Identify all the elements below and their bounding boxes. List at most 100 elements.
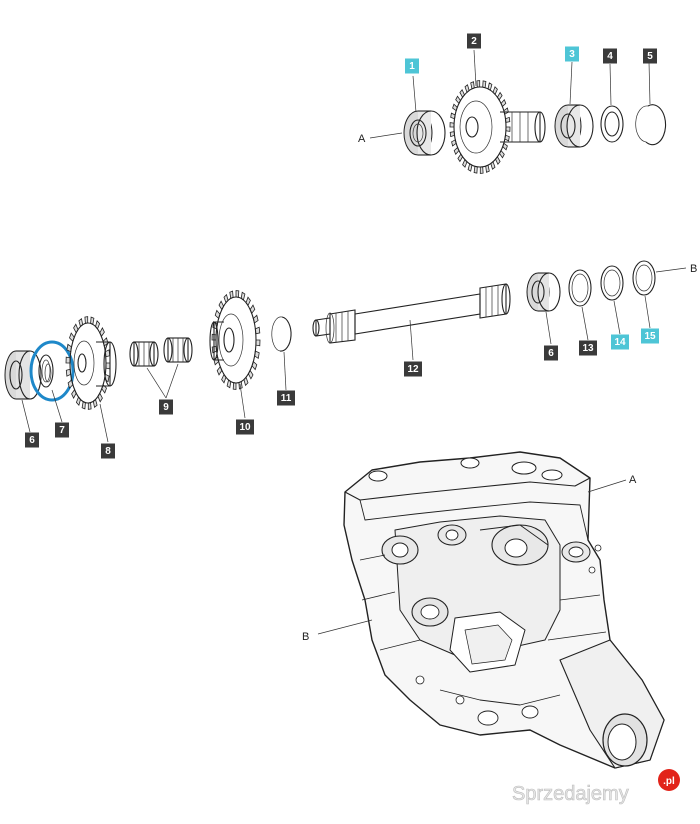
mid-gear-8 [65,316,117,410]
mid-ring-14 [600,265,624,301]
callout-c2: 2 [467,33,481,49]
callout-box [611,334,629,350]
mid-ring-7 [38,354,54,388]
callout-label: 10 [239,422,251,433]
pointer-label-a-top: A [358,133,366,145]
watermark-badge-icon [658,769,680,791]
pointer-label-b-mid: B [690,263,697,275]
leader-13 [581,306,589,341]
callout-c10: 10 [236,419,254,435]
callout-box [603,48,617,64]
callout-label: 5 [647,51,653,62]
leader-8 [99,403,109,443]
leader-15 [644,295,651,329]
top-snap-ring-5 [635,104,667,146]
callout-box [643,48,657,64]
pointer-line-a-housing [587,479,627,493]
leader-10 [239,383,246,419]
leader-4 [609,63,612,106]
gearbox-housing [343,451,665,769]
callout-label: 13 [582,343,594,354]
watermark: Sprzedajemy .pl [512,769,680,805]
leader-1 [412,75,417,113]
pointer-label-a-housing: A [629,474,637,486]
leader-6b [545,311,552,345]
leader-6a [21,399,31,433]
callout-c4: 4 [603,48,617,64]
callout-box [55,422,69,438]
callout-box [544,345,558,361]
mid-ring-13 [568,269,592,307]
leader-5 [648,61,651,105]
leader-7 [51,389,63,423]
callout-label: 6 [548,348,554,359]
callout-box [277,390,295,406]
top-bearing-3 [554,104,594,148]
mid-shaft-12 [312,283,511,344]
mid-needle-bearing-9b [163,337,193,363]
top-gear-2 [449,80,546,174]
pointer-line-b-mid [655,267,687,273]
callout-c6b: 6 [544,345,558,361]
callout-c7: 7 [55,422,69,438]
callout-label: 1 [409,61,415,72]
callout-box [579,340,597,356]
callout-label: 11 [281,393,292,404]
callout-box [641,328,659,344]
callout-c13: 13 [579,340,597,356]
callout-c1: 1 [405,58,419,74]
callout-c8: 8 [101,443,115,459]
callout-box [467,33,481,49]
mid-bearing-6-left [4,350,42,400]
top-bearing-1 [403,110,446,156]
callout-c14: 14 [611,334,629,350]
watermark-text: Sprzedajemy [512,783,629,805]
highlight-circle [29,340,75,402]
callout-c9: 9 [159,399,173,415]
callout-label: 12 [407,364,419,375]
leader-3 [569,61,573,105]
callout-c6a: 6 [25,432,39,448]
callout-label: 8 [105,446,111,457]
leader-2 [473,49,477,87]
callout-c15: 15 [641,328,659,344]
mid-bearing-6-right [526,272,561,312]
callout-box [25,432,39,448]
mid-needle-bearing-9a [129,341,159,367]
callout-box [404,361,422,377]
leader-12 [409,319,414,361]
watermark-badge-text: .pl [663,776,675,787]
callout-label: 2 [471,36,477,47]
callout-label: 6 [29,435,35,446]
mid-snap-ring-11 [271,316,292,352]
gear-teeth [449,80,511,174]
mid-gear-10 [209,290,261,390]
callout-label: 3 [569,49,575,60]
callout-box [565,46,579,62]
callout-box [405,58,419,74]
callout-label: 7 [59,425,65,436]
callout-c11: 11 [277,390,295,406]
callout-c5: 5 [643,48,657,64]
mid-ring-15 [632,260,656,296]
leader-11 [283,351,287,391]
callout-label: 9 [163,402,169,413]
top-washer-4 [600,105,624,143]
callout-c12: 12 [404,361,422,377]
callout-box [236,419,254,435]
leader-9a [146,367,167,399]
pointer-line-a-top [369,132,403,139]
callout-label: 14 [614,337,626,348]
leader-9b [165,363,179,399]
callout-box [101,443,115,459]
callout-box [159,399,173,415]
pointer-line-b-housing [317,619,373,635]
leader-14 [613,300,621,335]
pointer-label-b-housing: B [302,631,309,643]
callout-c3: 3 [565,46,579,62]
callout-label: 15 [644,331,656,342]
callout-label: 4 [607,51,613,62]
